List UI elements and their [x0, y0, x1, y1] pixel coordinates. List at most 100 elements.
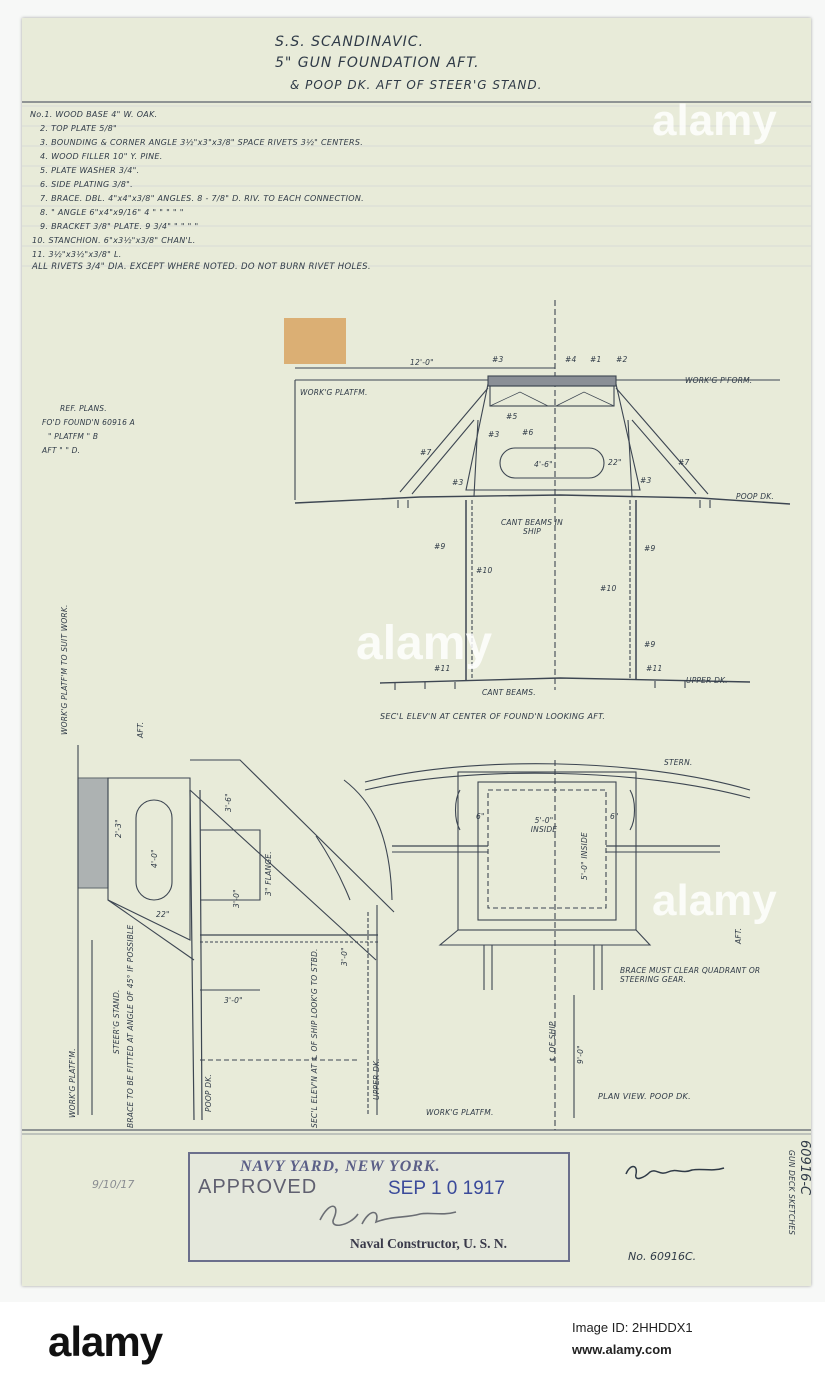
mark-9-lower: #9	[644, 640, 656, 649]
stamp-signature	[319, 1205, 457, 1226]
work-platform-right: WORK'G P'FORM.	[685, 376, 753, 385]
note-5: 5. PLATE WASHER 3/4".	[40, 166, 140, 175]
opening-oval	[499, 447, 605, 479]
plan-inside-height: 5'-0" INSIDE	[580, 832, 589, 880]
mark-9-left: #9	[434, 542, 446, 551]
section-caption: SEC'L ELEV'N AT CENTER OF FOUND'N LOOKIN…	[380, 712, 606, 721]
approval-stamp: NAVY YARD, NEW YORK. APPROVED SEP 1 0 19…	[188, 1152, 570, 1262]
note-9: 9. BRACKET 3/8" PLATE. 9 3/4" " " " "	[40, 222, 199, 231]
mark-1: #1	[590, 355, 602, 364]
title-line-3: & POOP DK. AFT OF STEER'G STAND.	[290, 78, 543, 92]
sec-elev-centerline: SEC'L ELEV'N AT ℄ OF SHIP LOOK'G TO STBD…	[310, 948, 319, 1128]
note-7: 7. BRACE. DBL. 4"x4"x3/8" ANGLES. 8 - 7/…	[40, 194, 364, 203]
mark-4: #4	[565, 355, 577, 364]
stern-label: STERN.	[664, 758, 693, 767]
ref-plans-heading: REF. PLANS.	[60, 404, 107, 413]
mark-7-left: #7	[420, 448, 432, 457]
plan-dim-6-right: 6"	[610, 812, 619, 821]
side-work-platform: WORK'G PLATF'M.	[68, 1048, 77, 1118]
note-6: 6. SIDE PLATING 3/8".	[40, 180, 133, 189]
dim-4-6: 4'-6"	[534, 460, 553, 469]
ruled-lines	[22, 101, 811, 1135]
plan-dim-9-0: 9'-0"	[576, 1045, 585, 1064]
side-aft-label: AFT.	[136, 721, 145, 738]
stern-curve	[364, 763, 751, 791]
cant-beams-ship: CANT BEAMS IN SHIP	[501, 518, 563, 536]
wood-base	[489, 385, 615, 407]
plan-inner	[487, 789, 607, 909]
pencil-date: 9/10/17	[92, 1178, 135, 1191]
plan-caption: PLAN VIEW. POOP DK.	[598, 1092, 691, 1101]
plan-inside-width: 5'-0" INSIDE	[530, 816, 558, 834]
side-oval	[135, 799, 173, 901]
side-flange: 3" FLANGE.	[264, 851, 273, 896]
watermark-right: alamy	[652, 876, 777, 925]
stamp-approved: APPROVED	[198, 1176, 318, 1198]
dim-12-0: 12'-0"	[410, 358, 434, 367]
upper-deck-label: UPPER DK.	[686, 676, 728, 685]
mark-6: #6	[522, 428, 534, 437]
steerg-stand-label: STEER'G STAND.	[112, 989, 121, 1054]
title-line-2: 5" GUN FOUNDATION AFT.	[275, 55, 480, 71]
mark-11-right: #11	[646, 664, 663, 673]
side-brace	[189, 759, 395, 961]
mark-9-right: #9	[644, 544, 656, 553]
dim-22: 22"	[608, 458, 622, 467]
poop-deck-line	[294, 494, 791, 505]
drawing-linework	[77, 300, 791, 1130]
side-dim-22: 22"	[156, 910, 170, 919]
brace-clear-note: BRACE MUST CLEAR QUADRANT OR STEERING GE…	[620, 966, 761, 984]
note-1: No.1. WOOD BASE 4" W. OAK.	[30, 110, 158, 119]
note-3: 3. BOUNDING & CORNER ANGLE 3½"x3"x3/8" S…	[40, 138, 364, 147]
gun-top-plate	[487, 375, 617, 387]
work-platform-suit: WORK'G PLATF'M TO SUIT WORK.	[60, 604, 69, 735]
mark-2: #2	[616, 355, 628, 364]
stamp-footer: Naval Constructor, U. S. N.	[350, 1236, 508, 1251]
work-platform-bottom: WORK'G PLATFM.	[426, 1108, 494, 1117]
mark-3-left: #3	[452, 478, 464, 487]
mark-3-top: #3	[492, 355, 504, 364]
right-signature	[625, 1165, 725, 1180]
mark-10-right: #10	[600, 584, 617, 593]
hull-curve-left	[343, 779, 393, 901]
mark-7-right: #7	[678, 458, 690, 467]
mark-3-right: #3	[640, 476, 652, 485]
side-reference-note: GUN DECK SKETCHES	[787, 1150, 796, 1236]
drawing-sheet	[22, 18, 811, 1286]
stamp-date: SEP 1 0 1917	[388, 1178, 505, 1199]
brace-right	[615, 387, 709, 495]
watermark-top: alamy	[652, 96, 777, 145]
note-4: 4. WOOD FILLER 10" Y. PINE.	[40, 152, 163, 161]
side-reference: 60916-C	[797, 1140, 812, 1196]
mark-11-left: #11	[434, 664, 451, 673]
side-dim-3-0-upper: 3'-0"	[232, 889, 241, 908]
title-line-1: S.S. SCANDINAVIC.	[275, 34, 425, 50]
work-platform-left: WORK'G PLATFM.	[300, 388, 368, 397]
plan-outer	[457, 771, 637, 931]
alamy-logo: alamy	[48, 1318, 163, 1365]
wood-side	[77, 777, 109, 889]
note-11: 11. 3½"x3½"x3/8" L.	[32, 250, 122, 259]
mark-5: #5	[506, 412, 518, 421]
mark-10-left: #10	[476, 566, 493, 575]
plan-ship-centerline: ℄ OF SHIP	[548, 1021, 557, 1062]
cant-beams-label: CANT BEAMS.	[482, 688, 536, 697]
side-dim-3-0-right: 3'-0"	[340, 947, 349, 966]
site-url[interactable]: www.alamy.com	[572, 1342, 672, 1357]
poop-deck-label: POOP DK.	[736, 492, 774, 501]
side-dim-4-0: 4'-0"	[150, 849, 159, 868]
ref-plans-line1: FO'D FOUND'N 60916 A	[42, 418, 135, 427]
side-dim-2-3: 2'-3"	[114, 819, 123, 838]
note-10: 10. STANCHION. 6"x3½"x3/8" CHAN'L.	[32, 236, 196, 245]
image-id: Image ID: 2HHDDX1	[572, 1320, 693, 1335]
brace-45-note: BRACE TO BE FITTED AT ANGLE OF 45° IF PO…	[126, 924, 135, 1128]
side-poop-dk: POOP DK.	[204, 1074, 213, 1112]
note-2: 2. TOP PLATE 5/8"	[40, 124, 118, 133]
ref-plans-line3: AFT " " D.	[42, 446, 81, 455]
stamp-header: NAVY YARD, NEW YORK.	[240, 1158, 441, 1175]
watermark-middle: alamy	[356, 617, 493, 670]
brace-left	[399, 387, 489, 495]
rivet-note: ALL RIVETS 3/4" DIA. EXCEPT WHERE NOTED.…	[32, 262, 371, 272]
side-dim-3-0-lower: 3'-0"	[224, 996, 243, 1005]
footer-bar	[0, 1302, 825, 1390]
